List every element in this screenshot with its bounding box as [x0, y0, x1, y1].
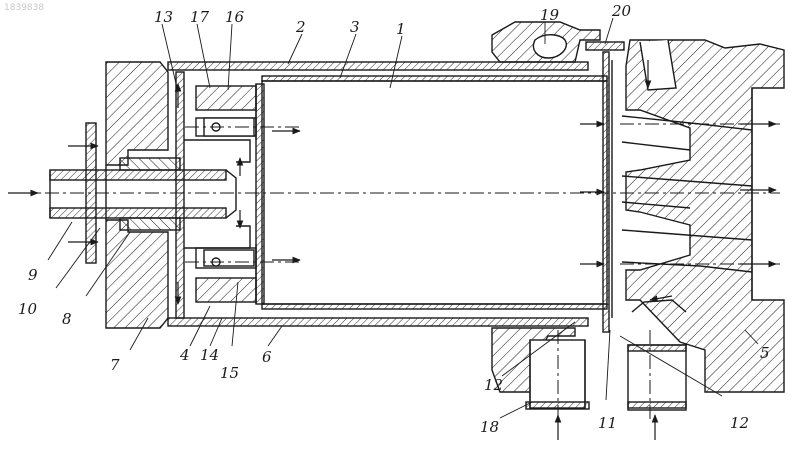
label-6: 6 [262, 348, 272, 366]
label-7: 7 [110, 356, 120, 374]
sleeve-part-10 [120, 158, 180, 230]
upper-bracket-part-19 [492, 22, 600, 62]
inlet-pipe-part-9 [50, 170, 236, 218]
label-14: 14 [200, 346, 219, 364]
label-5: 5 [760, 344, 770, 362]
label-13: 13 [154, 8, 173, 26]
label-10: 10 [18, 300, 38, 318]
left-flange-part-7 [106, 62, 168, 328]
separator-plate-part-11 [603, 52, 612, 332]
label-2: 2 [295, 18, 306, 36]
label-1: 1 [396, 20, 406, 38]
label-19: 19 [540, 6, 560, 24]
swirler-part-15 [196, 244, 256, 304]
label-17: 17 [190, 8, 210, 26]
label-15: 15 [220, 364, 239, 382]
label-9: 9 [28, 266, 38, 284]
head-wall-part-14 [176, 72, 184, 318]
label-16: 16 [225, 8, 245, 26]
cap-part-13 [184, 84, 264, 304]
label-12-left: 12 [484, 376, 503, 394]
label-12-right: 12 [730, 414, 749, 432]
label-18: 18 [480, 418, 499, 436]
label-4: 4 [179, 346, 190, 364]
label-20: 20 [611, 2, 632, 20]
swirler-part-16 [196, 84, 256, 140]
label-11: 11 [598, 414, 617, 432]
label-8: 8 [62, 310, 72, 328]
watermark-text: 1839838 [4, 3, 44, 13]
label-3: 3 [350, 18, 360, 36]
outer-casing-part-6 [168, 318, 588, 326]
outer-casing-part-2 [168, 62, 588, 70]
